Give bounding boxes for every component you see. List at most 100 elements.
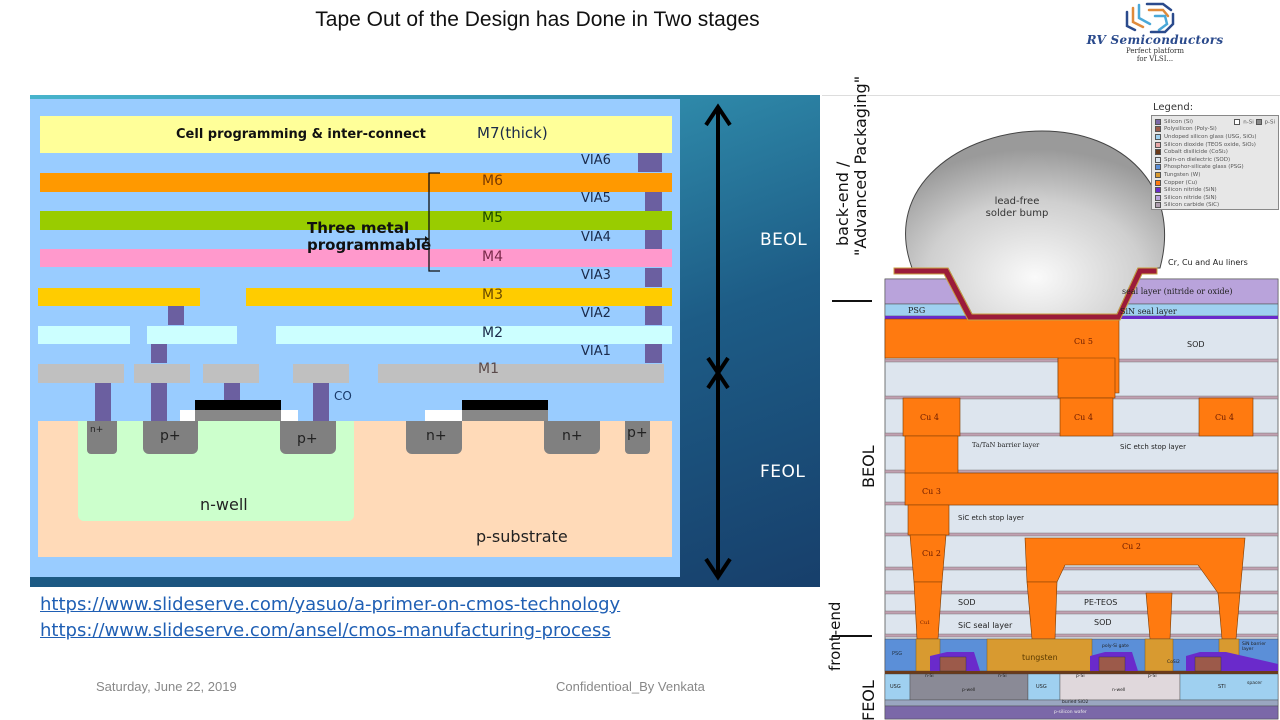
via2 (645, 306, 662, 325)
via4-label: VIA4 (581, 230, 611, 245)
legend-item: Polysilicon (Poly-Si) (1152, 126, 1278, 134)
bump-liners (893, 267, 1158, 321)
legend-item-label: Silicon (Si) (1164, 118, 1194, 125)
cu4-label-2: Cu 4 (1074, 413, 1093, 422)
metal-layer-m1-e (378, 364, 664, 383)
cu1-label: Cu1 (920, 620, 931, 626)
via1-left (151, 344, 167, 363)
gate-left (195, 400, 281, 410)
cu5-via (1057, 357, 1116, 399)
via1 (645, 344, 662, 363)
beol-feol-arrow (704, 103, 732, 581)
legend-item-label: Undoped silicon glass (USG, SiO₂) (1164, 133, 1257, 140)
feol-psg-label: PSG (892, 651, 903, 657)
diffusion-p-plus-2 (280, 421, 336, 454)
sic-etch-label: SiC etch stop layer (1120, 443, 1186, 451)
sti-region (1179, 673, 1279, 701)
legend-item-label: Cobalt disilicide (CoSi₂) (1164, 149, 1228, 156)
cu5-label: Cu 5 (1074, 337, 1093, 346)
solder-bump (905, 130, 1166, 315)
legend-item: Undoped silicon glass (USG, SiO₂) (1152, 133, 1278, 141)
cu4-label-3: Cu 4 (1215, 413, 1234, 422)
logo-tagline-line1: Perfect platform (1125, 47, 1185, 55)
m3-label: M3 (482, 287, 503, 303)
sod-mid-label: SOD (958, 598, 976, 607)
company-logo: RV Semiconductors Perfect platform for V… (1055, 0, 1280, 65)
via3-label: VIA3 (581, 268, 611, 283)
logo-tagline: Perfect platform for VLSI... (1095, 47, 1215, 63)
bump-label-line2: solder bump (985, 208, 1049, 219)
diffusion-label-4: n+ (426, 428, 447, 444)
p-substrate-label: p-substrate (476, 527, 568, 546)
p-well-region (909, 673, 1029, 701)
liners-label: Cr, Cu and Au liners (1168, 258, 1248, 267)
legend-item-label: Copper (Cu) (1164, 179, 1198, 186)
wafer-label: p-silicon wafer (1054, 710, 1087, 715)
legend-swatch (1155, 141, 1161, 148)
reference-link-2[interactable]: https://www.slideserve.com/ansel/cmos-ma… (40, 620, 611, 641)
metal-layer-m3-left (38, 288, 200, 306)
sod-top-label: SOD (1187, 340, 1205, 349)
frontend-label: front-end (826, 601, 844, 671)
poly-gate-label: poly-Si gate (1102, 644, 1129, 649)
metal-layer-m5 (40, 211, 672, 230)
legend-item-label: Silicon nitride (SiN) (1164, 187, 1217, 194)
usg-mid (1027, 673, 1061, 701)
diffusion-label-3: p+ (297, 431, 318, 447)
legend-swatch (1155, 194, 1161, 201)
legend-item: Silicon (Si)n-Si p-Si (1152, 118, 1278, 126)
contact-2 (151, 383, 167, 421)
backend-label-line1: back-end / (833, 161, 852, 246)
via6-label: VIA6 (581, 153, 611, 168)
metal-layer-m1-c (203, 364, 259, 383)
gate-poly-right (462, 410, 548, 421)
metal-layer-m1-d (293, 364, 349, 383)
gate-right (462, 400, 548, 410)
metal-layer-m7 (40, 116, 672, 153)
legend-swatch (1155, 126, 1161, 133)
diffusion-n-plus-3 (544, 421, 600, 454)
metal-layer-m3-right (246, 288, 672, 306)
sin-seal-label: SiN seal layer (1120, 307, 1177, 316)
backend-label: back-end / "Advanced Packaging" (833, 75, 870, 256)
legend-item-label: Silicon carbide (SiC) (1164, 202, 1220, 209)
diffusion-n-plus-1 (87, 421, 117, 454)
legend-swatch (1155, 164, 1161, 171)
m5-label: M5 (482, 210, 503, 226)
sin-barrier-label: SiN barrier layer (1242, 642, 1267, 652)
cu4-left-via (904, 435, 959, 475)
m7-label: M7(thick) (477, 124, 548, 142)
beol-side-label: BEOL (859, 445, 878, 488)
diffusion-p-plus-1 (143, 421, 198, 454)
legend-swatch (1155, 118, 1161, 125)
m6-label: M6 (482, 173, 503, 189)
legend-swatch (1155, 202, 1161, 209)
diffusion-label-1: n+ (90, 425, 104, 435)
sod-low-label: SOD (1094, 618, 1112, 627)
legend-item-label: Silicon dioxide (TEOS oxide, SiO₂) (1164, 141, 1256, 148)
diffusion-n-plus-2 (406, 421, 462, 454)
cmos-cross-section-panel: Cell programming & inter-connect M7(thic… (30, 95, 820, 587)
metal-layer-m4 (40, 249, 672, 267)
legend-swatch (1155, 156, 1161, 163)
contact-label: CO (334, 389, 352, 403)
circuit-logo-icon (1125, 2, 1175, 34)
legend-title: Legend: (1153, 102, 1194, 113)
sti-label: STI (1218, 684, 1226, 690)
psg-label: PSG (908, 306, 926, 315)
reference-link-1[interactable]: https://www.slideserve.com/yasuo/a-prime… (40, 594, 621, 615)
gate-poly-left (195, 410, 281, 421)
contact-4 (313, 383, 329, 421)
cu4-left (902, 397, 961, 437)
spacer-label: spacer (1247, 681, 1263, 686)
three-metal-label: Three metal programmable (307, 220, 431, 254)
legend-item-label: Silicon nitride (SiN) (1164, 194, 1217, 201)
feol-label: FEOL (760, 462, 806, 482)
legend-item: Silicon nitride (SiN) (1152, 186, 1278, 194)
backend-label-line2: "Advanced Packaging" (851, 75, 870, 256)
usg-mid-label: USG (1036, 684, 1047, 690)
slide-title: Tape Out of the Design has Done in Two s… (315, 8, 760, 31)
n-well-label-right: n-well (1112, 688, 1126, 693)
three-metal-line1: Three metal (307, 219, 410, 237)
